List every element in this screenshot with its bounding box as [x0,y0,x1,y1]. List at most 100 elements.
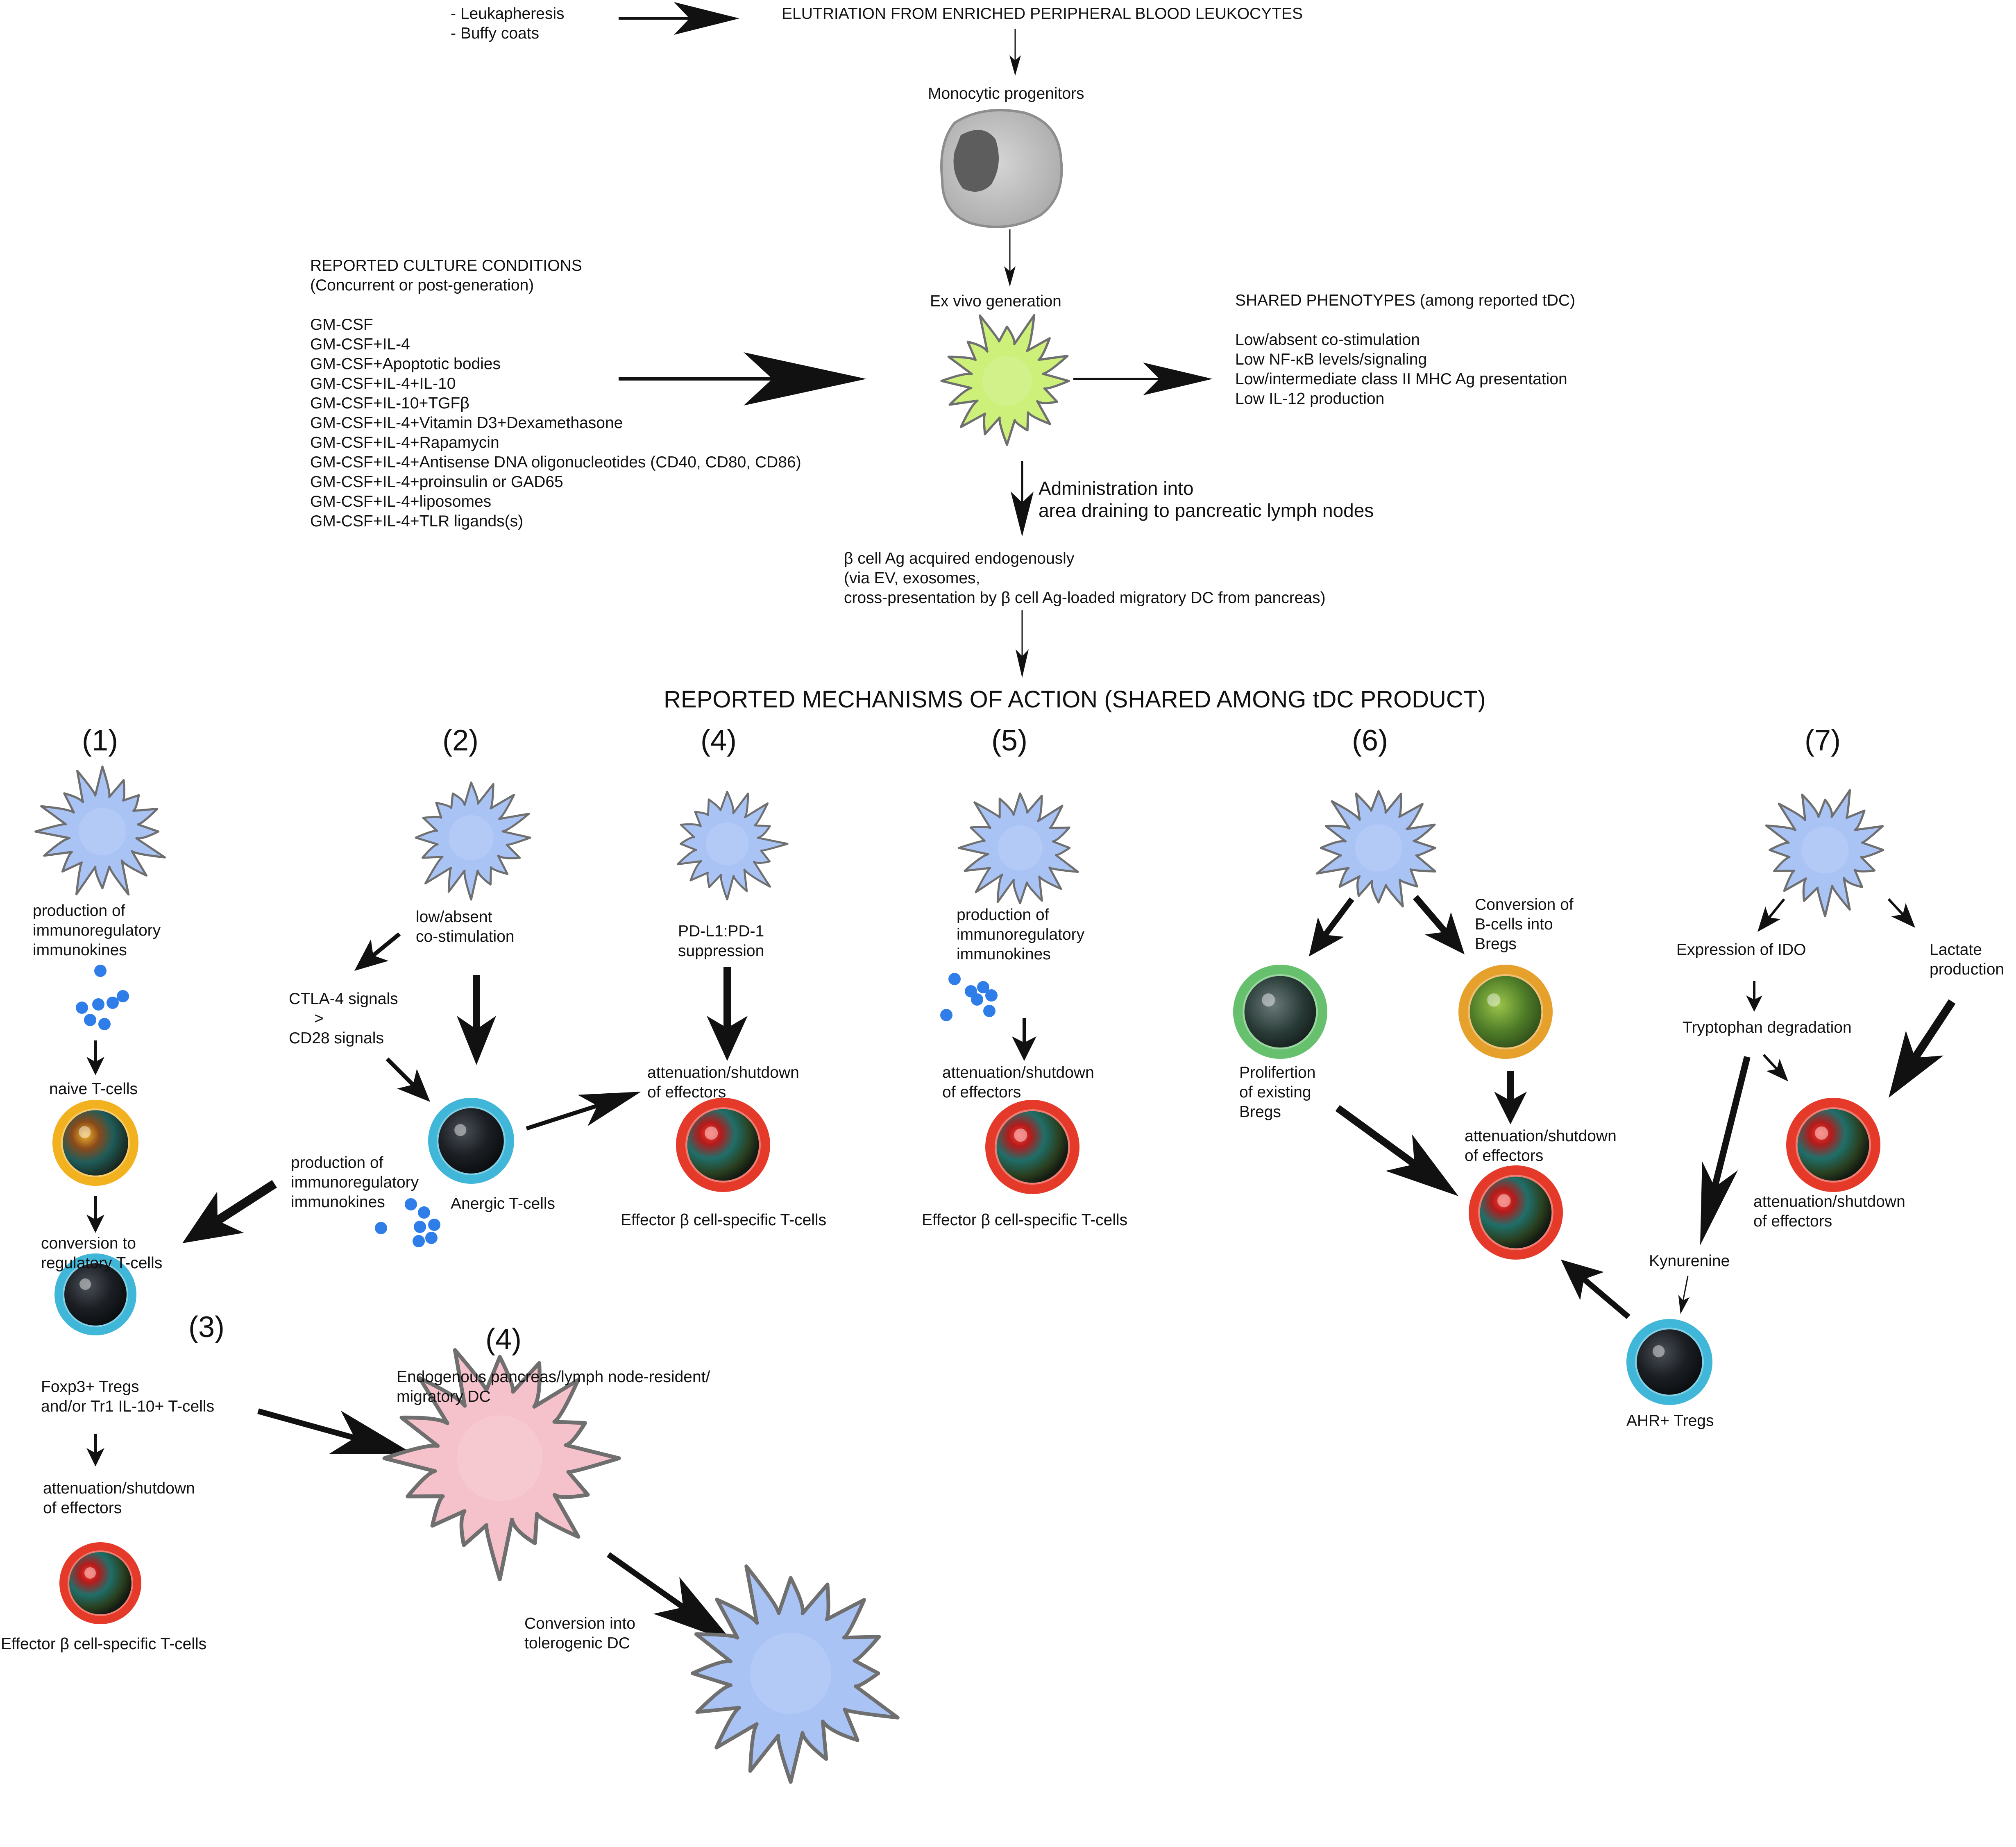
existing-breg-cell [1233,965,1327,1059]
mech2-immunokines [375,1198,440,1247]
culture-arrow [619,352,866,406]
mech7-kynurenine-label: Kynurenine [1649,1252,1730,1270]
mech1-effector-label: Effector β cell-specific T-cells [1,1635,207,1653]
ex-vivo-tolerogenic-dc [940,314,1070,446]
culture-condition: GM-CSF+IL-4+Vitamin D3+Dexamethasone [310,414,623,432]
mech4-tolerogenic-dc [677,791,789,901]
source-arrow [619,2,739,35]
mech7-tolerogenic-dc [1765,789,1884,918]
flow-arrow [1889,999,1956,1098]
immunokine-dot [428,1219,440,1231]
phenotypes-block: SHARED PHENOTYPES (among reported tDC) Lo… [1235,291,1575,409]
flow-arrow [1757,898,1785,932]
immunokine-dot [92,998,104,1011]
flow-arrow [354,932,401,971]
flow-arrow [1413,895,1465,954]
mech7-ido-label: Expression of IDO [1676,941,1806,959]
immunokine-dot [413,1235,425,1247]
flow-arrow [1561,1260,1630,1319]
immunokine-dot [375,1222,387,1234]
phenotype-item: Low IL-12 production [1235,390,1385,408]
mech5-tolerogenic-dc [958,792,1079,904]
flow-arrow [1016,610,1029,678]
antigen-label: β cell Ag acquired endogenously(via EV, … [844,550,1326,607]
immunokine-dot [405,1198,417,1210]
mech4b-endogenous-label: Endogenous pancreas/lymph node-resident/… [397,1368,710,1405]
effector-t-cell [59,1542,141,1624]
immunokine-dot [94,965,107,977]
anergic-t-cell [428,1098,514,1184]
mech2-to-conversion-arrow [182,1180,277,1243]
effector-t-cell [1786,1098,1880,1192]
mech5-effector-label: Effector β cell-specific T-cells [922,1211,1128,1229]
generation-label: Ex vivo generation [930,292,1061,310]
culture-condition: GM-CSF+IL-4+proinsulin or GAD65 [310,473,563,491]
mech4-effector-label: Effector β cell-specific T-cells [621,1211,827,1229]
culture-conditions-block: REPORTED CULTURE CONDITIONS(Concurrent o… [310,256,801,531]
mechanisms-title: REPORTED MECHANISMS OF ACTION (SHARED AM… [664,686,1486,713]
immunokine-dot [98,1018,111,1030]
mech3-arrow [257,1408,414,1454]
effector-t-cell [985,1100,1079,1194]
immunokine-dot [418,1206,430,1219]
mech1-immunokines [76,965,129,1030]
culture-condition: GM-CSF+IL-4 [310,335,410,353]
mechanism-4-number: (4) [701,724,737,757]
mech7-ahr-label: AHR+ Tregs [1626,1412,1714,1430]
phenotype-item: Low/absent co-stimulation [1235,331,1420,349]
flow-arrow [1887,898,1915,928]
phenotypes-title: SHARED PHENOTYPES (among reported tDC) [1235,292,1576,309]
mech2-anergic-label: Anergic T-cells [451,1195,556,1212]
immunokine-dot [425,1232,438,1244]
immunokine-dot [117,990,129,1002]
immunokine-dot [76,1002,88,1014]
mech6-tolerogenic-dc [1315,790,1437,908]
flow-arrow [526,1092,641,1131]
mech2-ctla4-label: CTLA-4 signals>CD28 signals [289,990,398,1047]
flow-arrow [1762,1054,1788,1081]
converted-tolerogenic-dc [691,1564,900,1784]
culture-subtitle: (Concurrent or post-generation) [310,276,534,294]
immunokine-dot [985,989,998,1002]
flow-arrow [1009,29,1021,76]
culture-condition: GM-CSF [310,316,373,333]
immunokine-dot [983,1005,996,1017]
culture-condition: GM-CSF+IL-10+TGFβ [310,394,469,412]
mechanism-3-number: (3) [188,1311,225,1344]
immunokine-dot [414,1221,426,1233]
mechanism-4b-number: (4) [485,1323,522,1356]
phenotype-arrow [1073,363,1213,395]
flow-arrow [86,1434,104,1466]
source-list: - Leukapheresis- Buffy coats [451,4,565,43]
flow-arrow [1700,1056,1751,1245]
immunokine-dot [948,973,961,985]
conversion-arrow [607,1552,733,1643]
converted-breg-cell [1458,965,1553,1059]
immunokine-dot [84,1014,96,1026]
immunokine-dot [107,997,119,1009]
administration-arrow [1011,461,1034,537]
flow-arrow [386,1057,430,1102]
endogenous-dc [382,1348,621,1582]
flow-arrow [1746,981,1762,1012]
mech7-tryptophan-label: Tryptophan degradation [1683,1019,1852,1036]
culture-condition: GM-CSF+IL-4+IL-10 [310,375,456,392]
progenitors-label: Monocytic progenitors [928,85,1084,102]
flow-arrow [707,967,748,1061]
mech5-immunokines [940,973,998,1021]
effector-t-cell [676,1098,770,1192]
ahr-treg-cell [1626,1319,1712,1405]
culture-condition: GM-CSF+IL-4+Rapamycin [310,434,499,451]
immunokine-dot [971,993,983,1006]
immunokine-dot [977,981,989,993]
